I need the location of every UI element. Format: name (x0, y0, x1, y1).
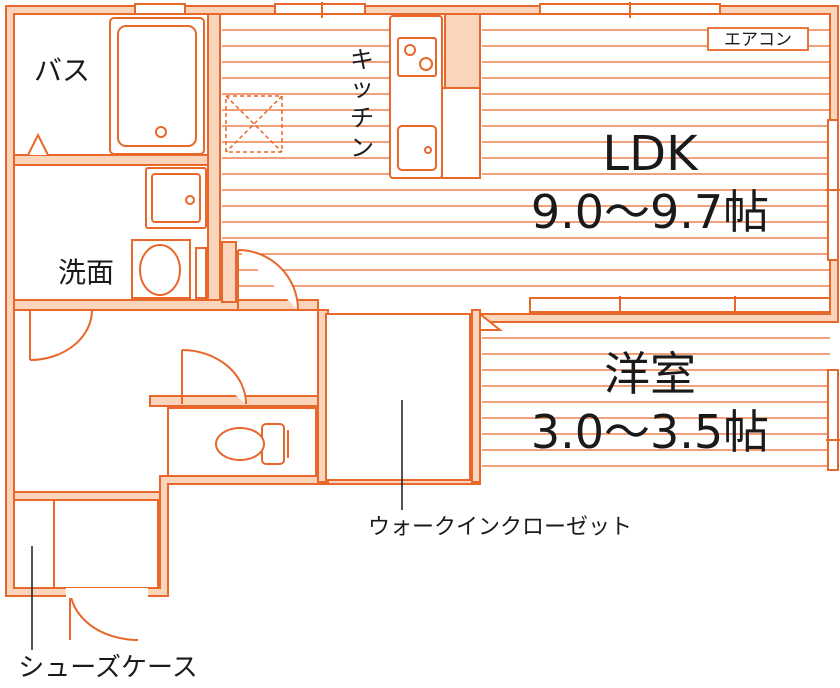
kitchen-char-3: チ (350, 104, 374, 132)
bathtub (109, 17, 205, 155)
kitchen-char-2: ッ (350, 74, 374, 102)
aircon-label: エアコン (724, 30, 792, 50)
interior-walls (13, 13, 481, 503)
doors (29, 249, 503, 641)
western-room-area: 3.0～3.5帖 (531, 405, 769, 459)
washroom-label: 洗面 (58, 256, 114, 289)
walk-in-closet-label: ウォークインクローゼット (368, 515, 632, 540)
aircon-box (707, 27, 809, 51)
wash-basin (145, 167, 207, 229)
kitchen-char-1: キ (350, 46, 374, 74)
kitchen-label: キ ッ チ ン (350, 46, 374, 162)
refrigerator-space (225, 95, 283, 153)
bath-label: バス (34, 54, 90, 87)
shoe-case-label: シューズケース (18, 653, 197, 683)
western-room-name: 洋室 (604, 347, 696, 401)
window-ticks (321, 2, 840, 441)
shoe-case (13, 499, 159, 589)
kitchen-char-4: ン (350, 134, 374, 162)
bath-door-mark (27, 132, 49, 156)
ldk-room-name: LDK (602, 126, 699, 182)
ldk-room-area: 9.0～9.7帖 (531, 185, 769, 239)
kitchen-counter (389, 15, 481, 179)
walk-in-closet-box (325, 313, 471, 481)
western-floor-lines (482, 337, 830, 467)
toilet (167, 407, 317, 477)
washing-machine (131, 239, 207, 299)
wall-pillar (444, 13, 481, 89)
entrance-opening (66, 588, 148, 598)
ldk-floor-lines (222, 29, 830, 287)
